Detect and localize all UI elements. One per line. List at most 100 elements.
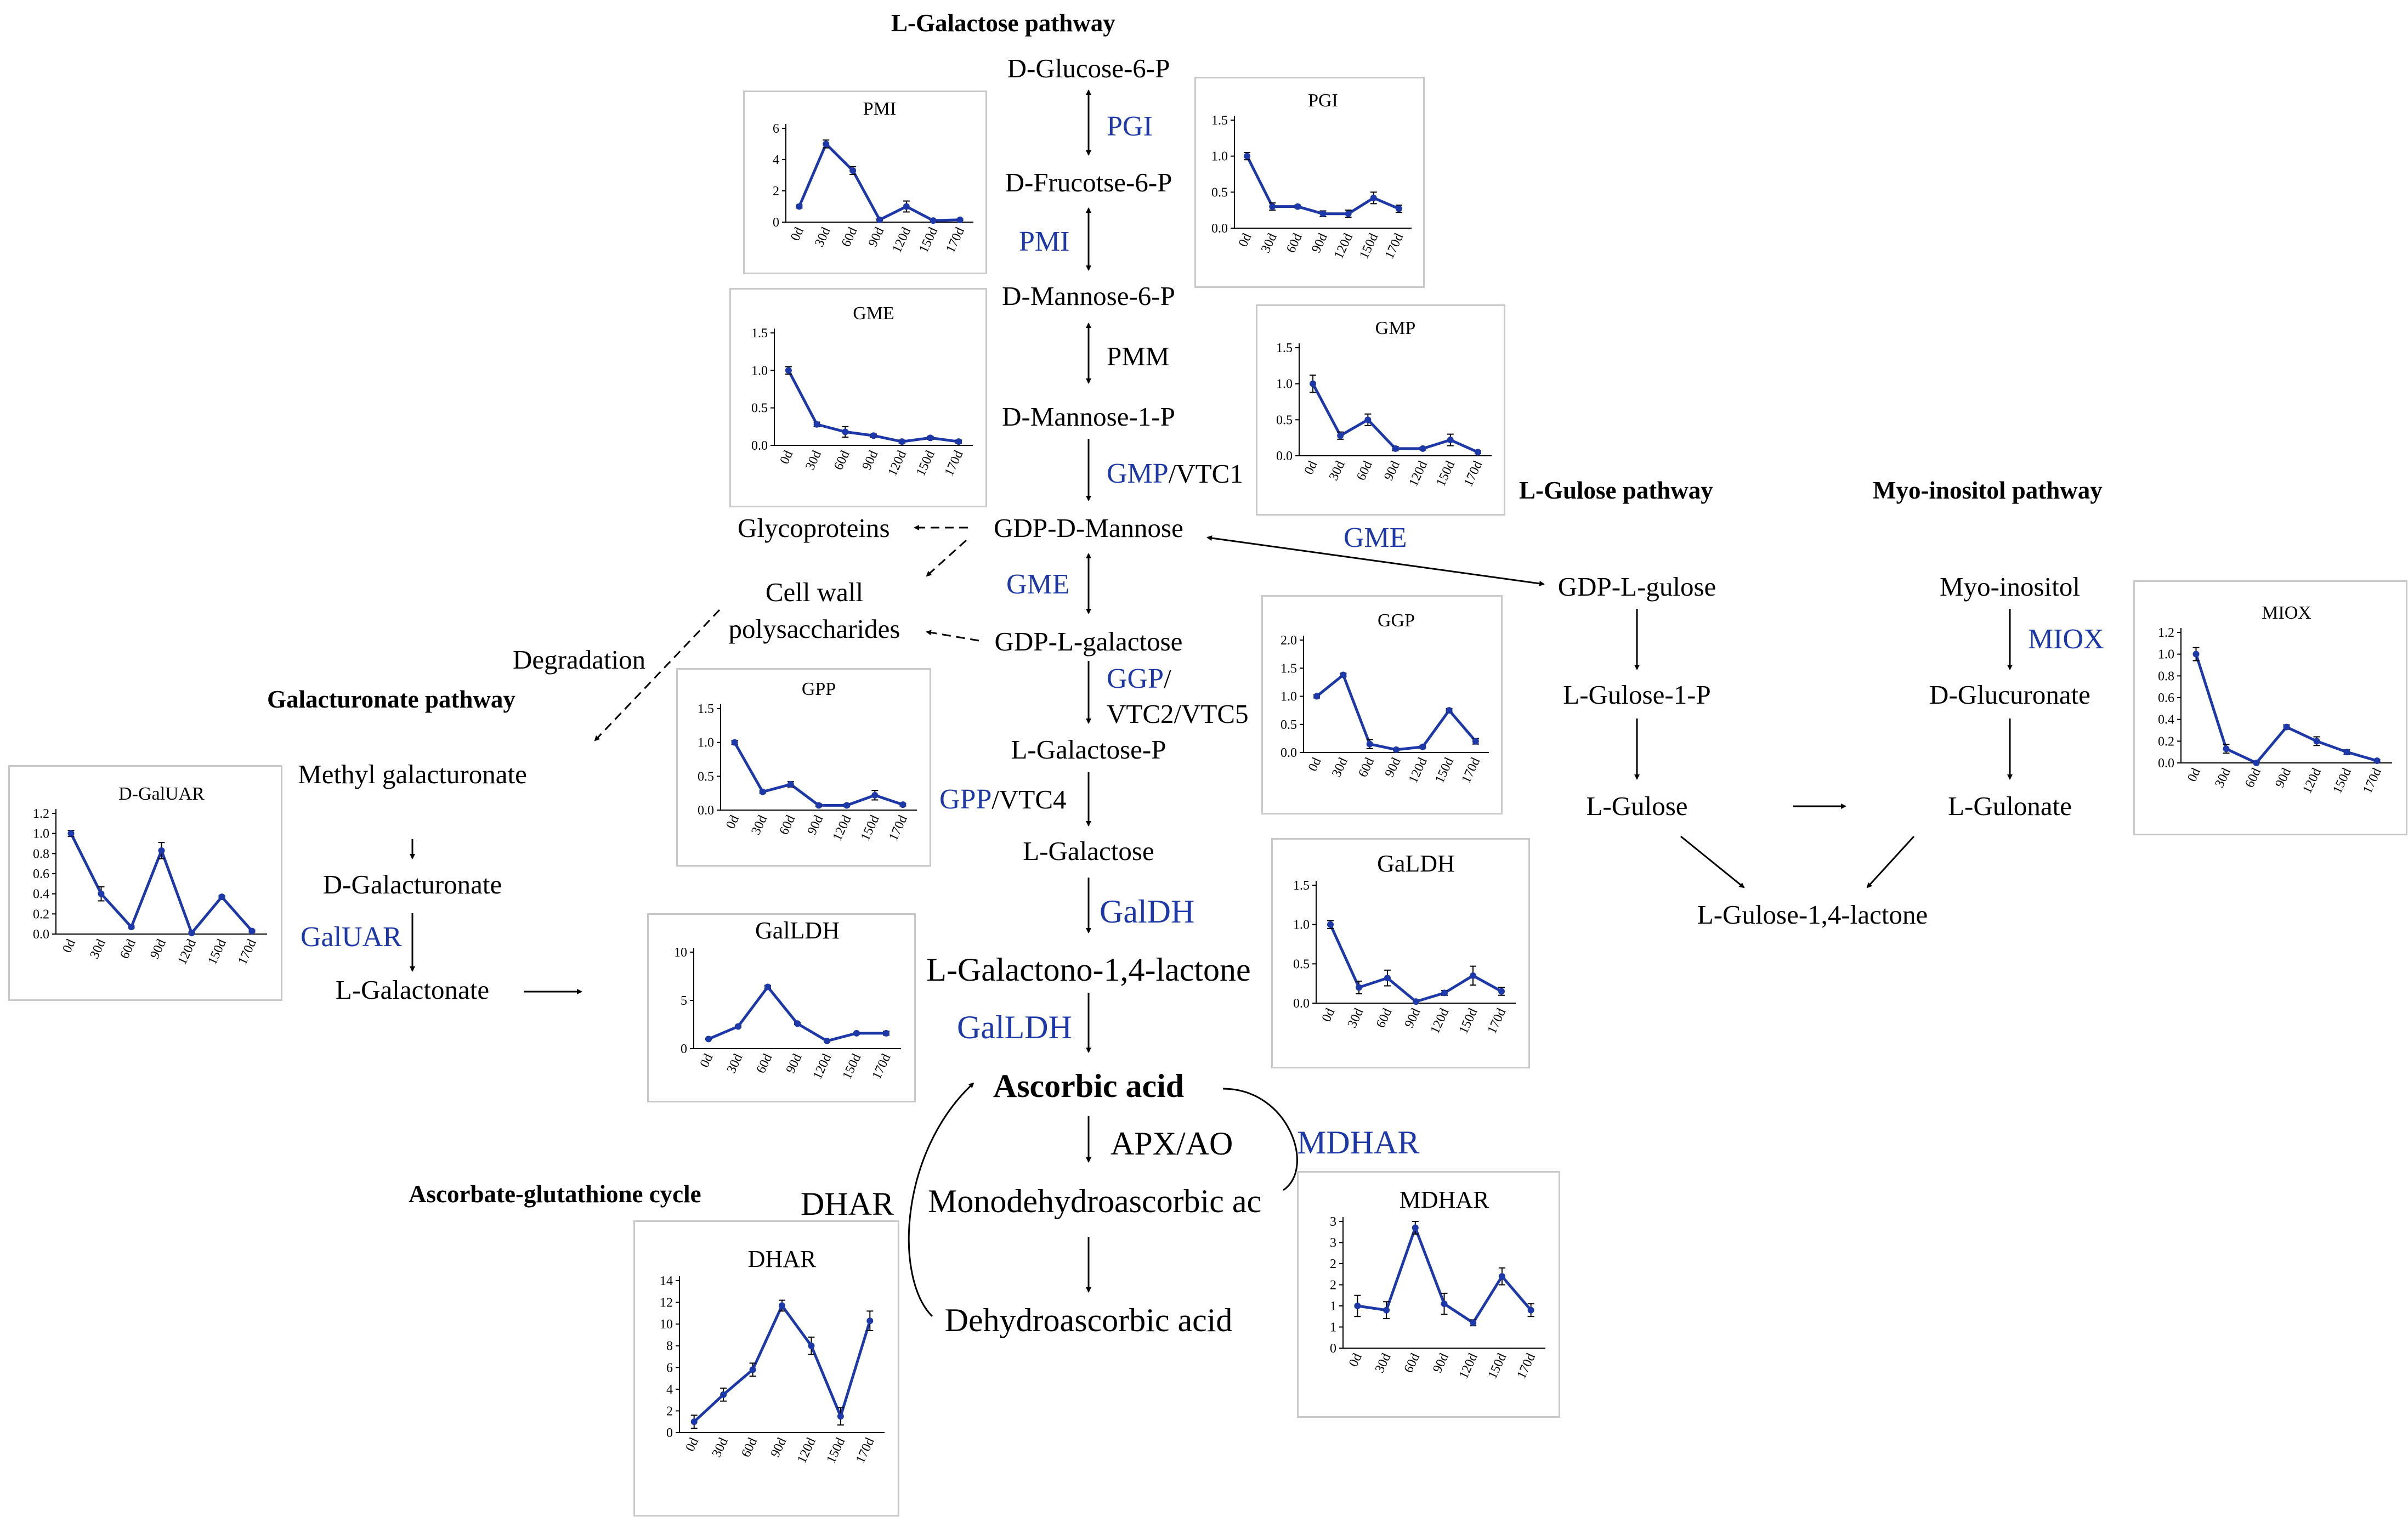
- y-tick-label: 1: [1330, 1321, 1336, 1335]
- metabolite-l-gulose-1-p: L-Gulose-1-P: [1563, 680, 1711, 710]
- data-point: [735, 1023, 741, 1030]
- metabolite-polysaccharides: polysaccharides: [728, 614, 900, 644]
- data-point: [883, 1029, 889, 1037]
- x-tick-label: 60d: [777, 813, 798, 838]
- data-point: [1384, 975, 1391, 982]
- metabolite-l-galactose: L-Galactose: [1023, 836, 1154, 866]
- data-point: [1313, 693, 1321, 700]
- y-tick-label: 3: [1330, 1215, 1336, 1229]
- data-point: [849, 167, 857, 174]
- data-point: [218, 893, 225, 901]
- metabolite-gdp-l-galactose: GDP-L-galactose: [994, 626, 1183, 657]
- x-tick-label: 90d: [784, 1052, 805, 1076]
- metabolite-d-mannose-6-p: D-Mannose-6-P: [1002, 281, 1175, 311]
- data-point: [1441, 989, 1448, 997]
- metabolite-ascorbic-acid: Ascorbic acid: [993, 1068, 1185, 1104]
- y-tick-label: 0.6: [33, 867, 49, 881]
- x-tick-label: 150d: [205, 937, 229, 967]
- x-tick-label: 30d: [724, 1052, 746, 1076]
- data-point: [876, 216, 883, 223]
- data-point: [1319, 210, 1327, 217]
- data-point: [1337, 432, 1344, 439]
- y-tick-label: 1.0: [1276, 377, 1293, 392]
- x-tick-label: 60d: [2242, 766, 2264, 790]
- x-tick-label: 0d: [683, 1436, 701, 1454]
- x-tick-label: 150d: [1434, 459, 1458, 489]
- x-tick-label: 90d: [805, 813, 826, 838]
- data-point: [1413, 998, 1419, 1005]
- data-point: [1441, 1300, 1448, 1308]
- metabolite-d-galacturonate: D-Galacturonate: [322, 869, 502, 899]
- data-point: [2223, 745, 2230, 752]
- x-tick-label: 30d: [812, 225, 834, 250]
- y-tick-label: 0.0: [698, 804, 714, 818]
- y-tick-label: 2: [1330, 1278, 1336, 1293]
- x-tick-label: 120d: [1457, 1351, 1481, 1381]
- y-tick-label: 1.5: [1276, 341, 1293, 355]
- y-tick-label: 1.0: [751, 364, 768, 378]
- metabolite-monodehydroascorbic-acid: Monodehydroascorbic ac: [928, 1183, 1262, 1219]
- data-point: [1269, 203, 1276, 210]
- enzyme-gpp: GPP: [939, 784, 992, 815]
- x-tick-label: 150d: [1357, 231, 1381, 261]
- data-point: [1345, 210, 1352, 217]
- metabolite-d-mannose-1-p: D-Mannose-1-P: [1002, 401, 1175, 432]
- data-point: [1244, 152, 1251, 160]
- enzyme-ggp-label: GGP: [1107, 663, 1164, 694]
- x-tick-label: 30d: [1373, 1351, 1394, 1376]
- y-tick-label: 6: [773, 122, 779, 136]
- y-tick-label: 1: [1330, 1299, 1336, 1314]
- y-tick-label: 14: [660, 1274, 673, 1288]
- y-tick-label: 0.0: [1211, 222, 1228, 236]
- y-tick-label: 2: [1330, 1257, 1336, 1271]
- x-tick-label: 0d: [788, 225, 807, 244]
- x-tick-label: 170d: [943, 225, 967, 255]
- chart-title-miox: MIOX: [2262, 603, 2311, 623]
- data-point: [1392, 445, 1399, 452]
- x-tick-label: 0d: [778, 449, 796, 467]
- x-tick-label: 120d: [175, 937, 199, 967]
- y-tick-label: 0.6: [2158, 691, 2174, 705]
- y-tick-label: 3: [1330, 1236, 1336, 1251]
- metabolite-l-gulonate: L-Gulonate: [1948, 791, 2072, 821]
- y-tick-label: 0.5: [751, 401, 768, 416]
- enzyme-galdh: GalDH: [1100, 893, 1195, 930]
- data-point: [866, 1317, 874, 1325]
- metabolite-d-glucose-6-p: D-Glucose-6-P: [1007, 53, 1170, 83]
- data-point: [853, 1029, 860, 1037]
- enzyme-gme-gulose: GME: [1344, 522, 1407, 553]
- x-tick-label: 150d: [1432, 756, 1457, 785]
- data-point: [1395, 205, 1402, 212]
- x-tick-label: 90d: [1309, 231, 1330, 256]
- x-tick-label: 170d: [1485, 1006, 1509, 1036]
- y-tick-label: 1.0: [1211, 150, 1228, 164]
- x-tick-label: 30d: [1329, 756, 1351, 780]
- x-tick-label: 30d: [2212, 766, 2234, 790]
- data-point: [1470, 1319, 1477, 1326]
- x-tick-label: 30d: [1345, 1006, 1367, 1031]
- data-point: [1356, 984, 1362, 991]
- metabolite-d-glucuronate: D-Glucuronate: [1929, 680, 2090, 710]
- data-point: [749, 1366, 756, 1373]
- x-tick-label: 170d: [853, 1436, 877, 1466]
- enzyme-vtc4: /VTC4: [991, 784, 1067, 814]
- y-tick-label: 0.0: [1281, 746, 1297, 760]
- x-tick-label: 0d: [1306, 756, 1324, 774]
- data-point: [1498, 1273, 1505, 1280]
- x-tick-label: 150d: [858, 813, 882, 843]
- data-point: [1498, 988, 1505, 995]
- y-tick-label: 1.5: [751, 326, 768, 341]
- x-tick-label: 170d: [942, 449, 966, 478]
- series-line-pmi: [798, 142, 960, 222]
- pathway-title-ascorbate: Ascorbate-glutathione cycle: [409, 1180, 701, 1208]
- y-tick-label: 2: [773, 184, 779, 199]
- x-tick-label: 170d: [870, 1052, 894, 1082]
